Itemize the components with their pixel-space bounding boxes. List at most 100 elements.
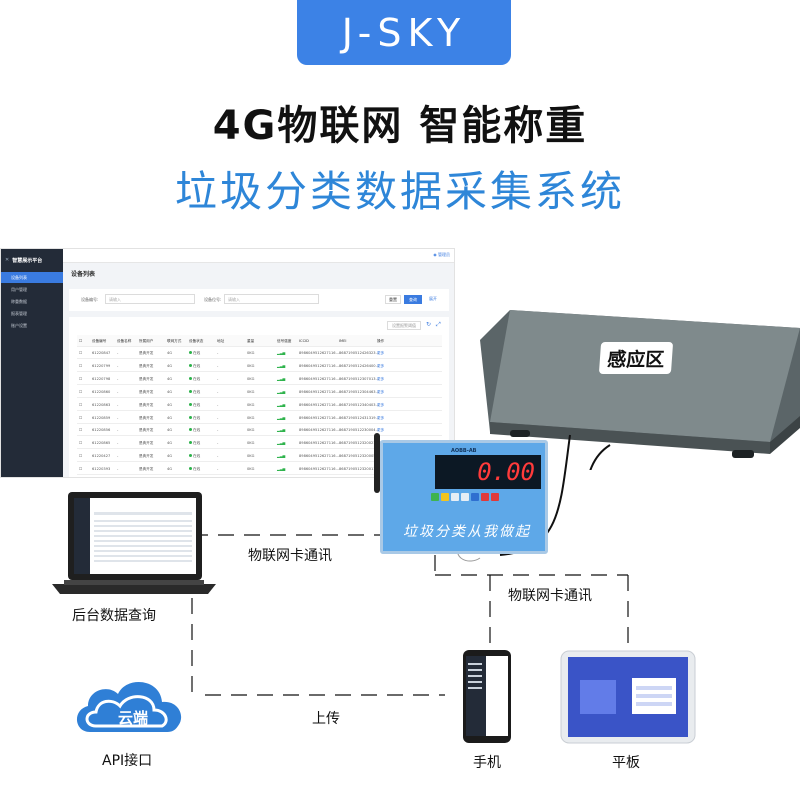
row-checkbox[interactable]: ☐: [79, 376, 83, 381]
key-red-2[interactable]: [491, 493, 499, 501]
status-dot-icon: [189, 363, 192, 367]
device-pos-label: 设备位号:: [204, 297, 222, 302]
cell-op[interactable]: 更多: [377, 351, 385, 355]
cell-name: -: [117, 363, 119, 368]
cell-weight: 0KG: [247, 428, 255, 433]
signal-icon: ▂▃▅: [277, 467, 286, 472]
column-header[interactable]: 操作: [377, 339, 385, 343]
cell-net: 4G: [167, 363, 173, 368]
status-dot-icon: [189, 376, 192, 380]
column-header[interactable]: 设备名称: [117, 339, 132, 343]
status-text: 在线: [193, 389, 201, 394]
cell-no: 61220393: [92, 467, 111, 472]
dashboard-user[interactable]: ◉ 管理员: [433, 252, 450, 258]
row-checkbox[interactable]: ☐: [79, 454, 83, 459]
column-header[interactable]: 地址: [217, 339, 225, 343]
row-checkbox[interactable]: ☐: [79, 467, 83, 472]
fullscreen-icon[interactable]: ⤢: [436, 321, 441, 328]
upload-label: 上传: [312, 711, 340, 727]
reset-button[interactable]: 重置: [385, 295, 401, 304]
cell-net: 4G: [167, 351, 173, 355]
cell-op[interactable]: 更多: [377, 415, 385, 420]
cell-name: -: [117, 389, 119, 394]
column-header[interactable]: ICCID: [299, 339, 309, 343]
device-no-input[interactable]: 请输入: [105, 294, 195, 304]
refresh-icon[interactable]: ↻: [426, 321, 432, 328]
cell-status: 在线: [189, 428, 200, 433]
cell-no: 61220799: [92, 363, 111, 368]
expand-button[interactable]: 展开: [424, 295, 442, 304]
cell-weight: 0KG: [247, 415, 255, 420]
key-blue[interactable]: [471, 493, 479, 501]
key-white[interactable]: [451, 493, 459, 501]
cell-imei: 8687190512304463...: [339, 389, 380, 394]
cell-net: 4G: [167, 389, 173, 394]
column-header[interactable]: 设备状态: [189, 339, 204, 343]
key-yellow[interactable]: [441, 493, 449, 501]
cell-weight: 0KG: [247, 363, 255, 368]
status-dot-icon: [189, 415, 192, 419]
cell-no: 61220865: [92, 441, 111, 446]
row-checkbox[interactable]: ☐: [79, 402, 83, 407]
column-header[interactable]: 联网方式: [167, 339, 182, 343]
cell-user: 是典开发: [139, 363, 154, 368]
search-button[interactable]: 查询: [404, 295, 422, 304]
sidebar-item-account[interactable]: 账户设置: [11, 323, 27, 328]
dashboard-logo: ✕ 智慧展示平台: [5, 254, 63, 266]
column-header[interactable]: 所属用户: [139, 339, 154, 343]
status-dot-icon: [189, 454, 192, 458]
row-checkbox[interactable]: ☐: [79, 415, 83, 420]
status-text: 在线: [193, 415, 201, 420]
column-header[interactable]: IMEI: [339, 339, 347, 343]
cell-op[interactable]: 更多: [377, 363, 385, 368]
sidebar-item-reports[interactable]: 报表管理: [11, 311, 27, 316]
sidebar-item-users[interactable]: 用户管理: [11, 287, 27, 292]
cloud-icon: [76, 682, 182, 732]
sidebar-item-devices[interactable]: 设备列表: [1, 272, 63, 283]
cell-iccid: 8986049512627116...: [299, 402, 340, 407]
cell-op[interactable]: 更多: [377, 389, 385, 394]
indicator-slogan: 垃圾分类从我做起: [403, 524, 531, 540]
column-header[interactable]: 重量: [247, 339, 255, 343]
cell-status: 在线: [189, 363, 200, 369]
cell-weight: 0KG: [247, 402, 255, 407]
key-red[interactable]: [481, 493, 489, 501]
signal-icon: ▂▃▅: [277, 351, 286, 355]
select-all-checkbox[interactable]: ☐: [79, 339, 83, 343]
cell-imei: 8687190512426400...: [339, 363, 380, 368]
cell-op[interactable]: 更多: [377, 376, 385, 381]
row-checkbox[interactable]: ☐: [79, 389, 83, 394]
key-green[interactable]: [431, 493, 439, 501]
row-checkbox[interactable]: ☐: [79, 363, 83, 368]
signal-icon: ▂▃▅: [277, 441, 286, 446]
cell-status: 在线: [189, 454, 200, 459]
cell-no: 61220859: [92, 415, 111, 420]
row-checkbox[interactable]: ☐: [79, 441, 83, 446]
cell-op[interactable]: 更多: [377, 402, 385, 407]
cell-op[interactable]: 更多: [377, 428, 385, 433]
device-pos-input[interactable]: 请输入: [224, 294, 319, 304]
status-text: 在线: [193, 402, 201, 407]
cell-name: -: [117, 441, 119, 446]
status-dot-icon: [189, 402, 192, 406]
alarm-threshold-button[interactable]: 设置报警阈值: [387, 321, 421, 330]
row-checkbox[interactable]: ☐: [79, 351, 83, 355]
column-header[interactable]: 信号强度: [277, 339, 292, 343]
column-header[interactable]: 设备编号: [92, 339, 107, 343]
cell-net: 4G: [167, 454, 173, 459]
cell-addr: -: [217, 376, 219, 381]
key-white-2[interactable]: [461, 493, 469, 501]
row-checkbox[interactable]: ☐: [79, 428, 83, 433]
cell-iccid: 8986049512627116...: [299, 441, 340, 446]
laptop-icon: [52, 492, 216, 594]
sidebar-item-weighing[interactable]: 称重数据: [11, 299, 27, 304]
